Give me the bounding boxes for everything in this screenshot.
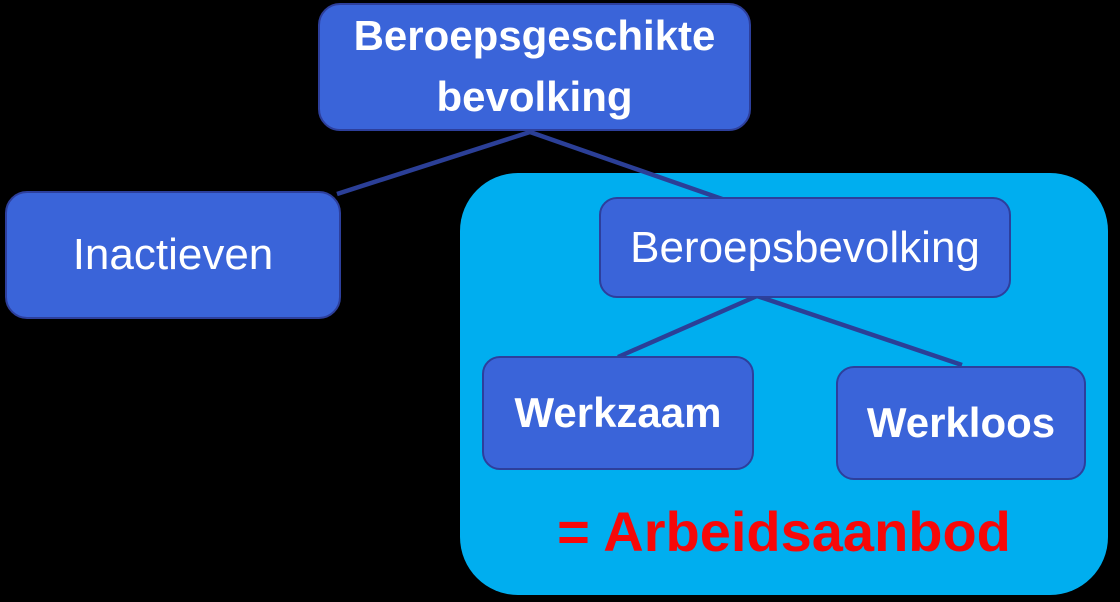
node-werkloos-label: Werkloos — [866, 399, 1056, 446]
node-beroepsbevolking: Beroepsbevolking — [599, 197, 1011, 298]
node-beroepsgeschikte-bevolking-label: Beroepsgeschikte bevolking — [353, 12, 716, 120]
node-werkzaam-label: Werkzaam — [514, 389, 722, 436]
node-werkloos: Werkloos — [836, 366, 1086, 480]
arbeidsaanbod-caption: = Arbeidsaanbod — [557, 500, 1011, 563]
node-beroepsgeschikte-bevolking: Beroepsgeschikte bevolking — [318, 3, 751, 131]
beroepsbevolking-branches-connector — [617, 293, 963, 368]
root-branches-connector — [336, 129, 726, 203]
node-inactieven: Inactieven — [5, 191, 341, 319]
node-werkzaam: Werkzaam — [482, 356, 754, 470]
node-inactieven-label: Inactieven — [72, 230, 274, 279]
node-beroepsbevolking-label: Beroepsbevolking — [630, 222, 980, 272]
